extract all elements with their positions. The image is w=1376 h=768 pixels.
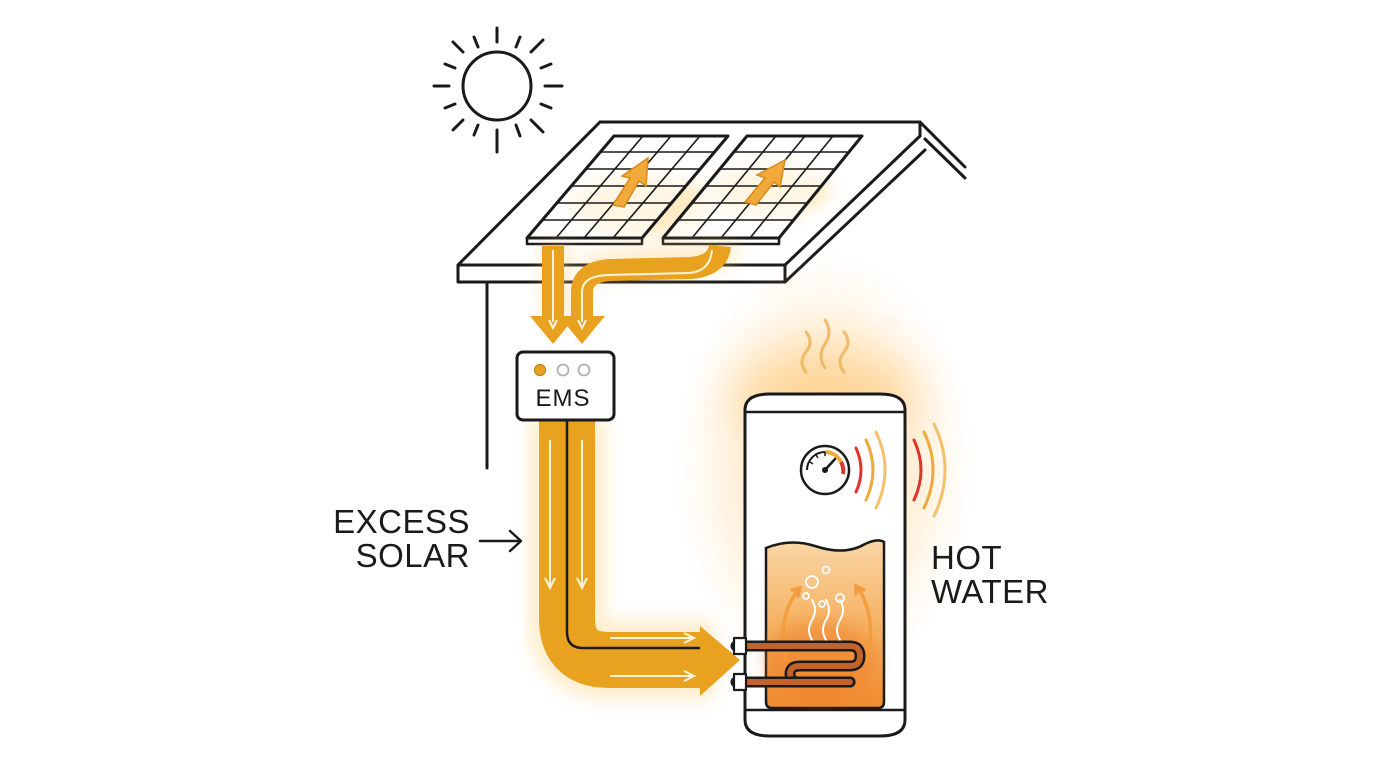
excess-solar-label: EXCESS SOLAR bbox=[333, 503, 523, 574]
hot-water-line1: HOT bbox=[931, 539, 1002, 576]
ems-controller: EMS bbox=[515, 350, 616, 422]
hot-water-label: HOT WATER bbox=[931, 539, 1049, 610]
heating-coil bbox=[730, 636, 866, 692]
steam-icon bbox=[800, 318, 850, 374]
excess-solar-line1: EXCESS bbox=[333, 503, 470, 540]
sun-icon bbox=[432, 26, 564, 154]
flow-panels-to-ems bbox=[530, 238, 743, 344]
excess-solar-line2: SOLAR bbox=[356, 537, 470, 574]
heat-waves-icon bbox=[854, 422, 947, 518]
panel-energy-arrow-left bbox=[611, 156, 649, 208]
flow-ems-to-tank bbox=[527, 418, 740, 700]
ems-indicator-idle bbox=[556, 363, 570, 377]
hot-water-line2: WATER bbox=[931, 573, 1049, 610]
ems-indicator-active bbox=[533, 363, 547, 377]
arrow-right-icon bbox=[478, 529, 523, 553]
temperature-gauge-icon bbox=[799, 444, 851, 496]
ems-label: EMS bbox=[535, 385, 590, 412]
panel-energy-arrow-right bbox=[743, 158, 787, 206]
water-heater-tank bbox=[730, 392, 947, 738]
ems-indicator-idle bbox=[577, 363, 591, 377]
